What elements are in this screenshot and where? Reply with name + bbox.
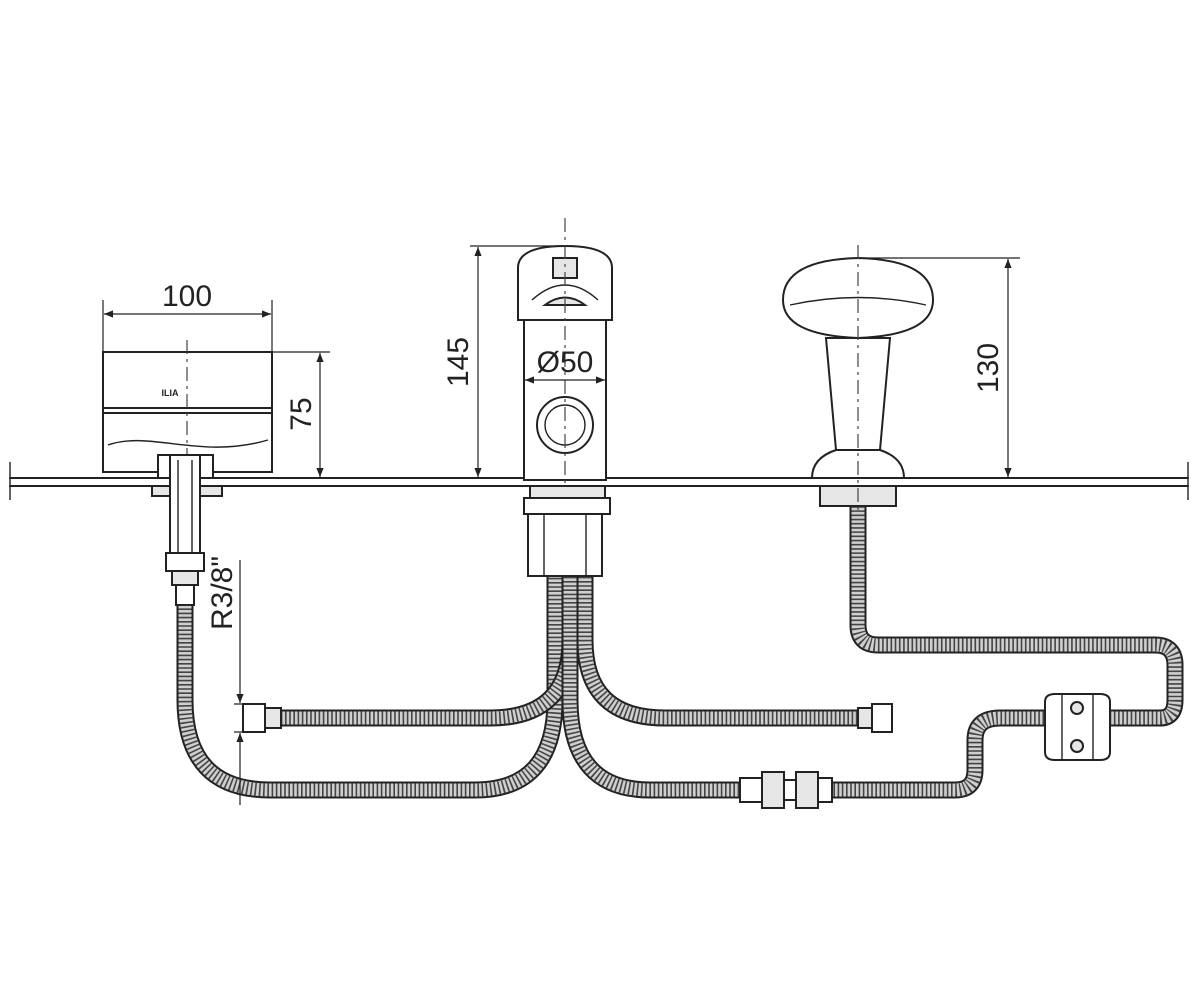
sensor-mounting-shank [151,454,223,606]
hose-spout-to-valve [561,640,750,799]
hose-spout-to-right-nut [576,560,860,727]
dim-sensor-height-label: 75 [285,397,318,430]
right-hex-nut [857,703,893,733]
dim-spout-diameter-label: Ø50 [537,346,594,379]
dim-spout-height-label: 145 [442,337,475,387]
sensor-box: ILIA [102,340,273,480]
dim-handle-height-label: 130 [972,343,1005,393]
dim-sensor-width: 100 [102,280,273,352]
brand-logo: ILIA [162,388,179,398]
spout [517,218,613,540]
hose-sensor-to-spout [176,560,564,799]
dim-spout-height: 145 [442,245,560,477]
dim-thread: R3/8" [206,556,262,805]
dim-sensor-width-label: 100 [162,280,212,313]
hoses [176,505,1184,799]
handle [781,245,935,510]
inline-valve [739,771,833,809]
dim-sensor-height: 75 [272,351,330,477]
dim-thread-label: R3/8" [206,556,239,630]
spout-mounting-shank [523,485,611,577]
dim-handle-height: 130 [860,257,1020,477]
left-hex-nut [242,703,282,733]
mixing-body [1044,693,1111,761]
dim-spout-diameter: Ø50 [525,346,605,384]
hose-spout-to-left-nut [280,560,579,727]
hose-valve-to-handle [825,505,1184,799]
